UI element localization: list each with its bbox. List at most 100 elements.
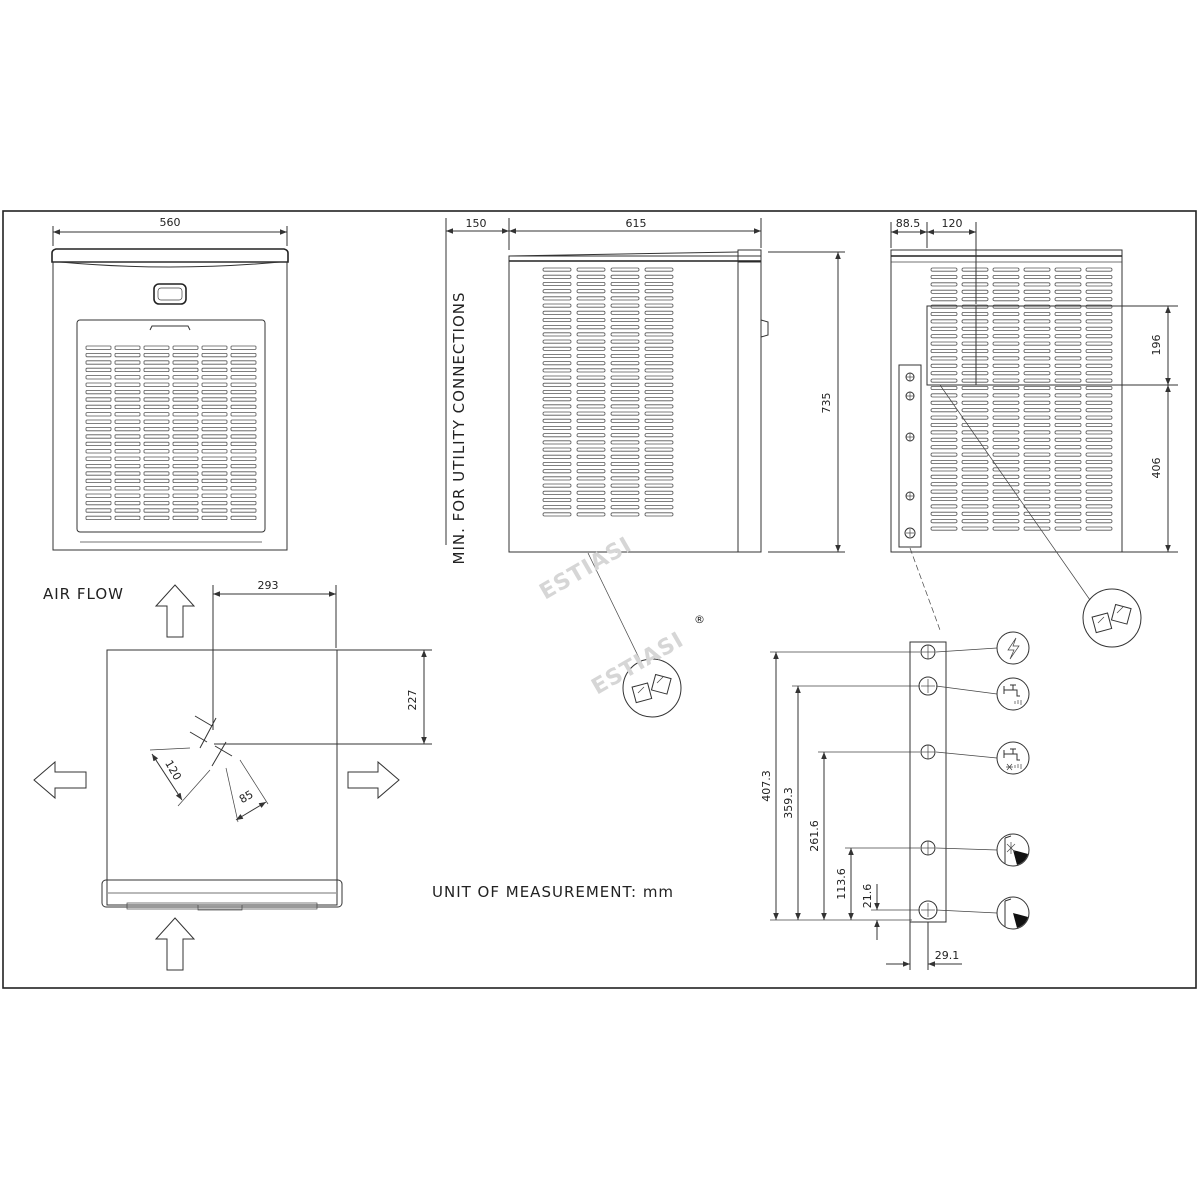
grille-slot [172,352,199,358]
louver-slot [992,289,1020,294]
louver-slot [1023,363,1051,368]
louver-slot [992,467,1020,472]
louver-slot [930,282,958,287]
louver-slot [542,382,572,387]
grille-slot [230,404,257,410]
louver-slot [576,368,606,373]
louver-slot [930,393,958,398]
grille-slot [230,360,257,365]
grille-slot [201,404,228,410]
louver-slot [930,422,958,427]
leader-line [935,647,998,653]
grille-slot [143,471,170,476]
louver-slot [1054,504,1082,509]
louver-slot [1085,519,1113,524]
louver-slot [992,400,1020,405]
louver-slot [992,511,1020,516]
grille-slot [172,449,199,454]
louver-slot [930,430,958,435]
louver-slot [1085,482,1113,487]
grille-slot [114,367,141,373]
louver-slot [1054,334,1082,339]
louver-slot [992,378,1020,383]
air-flow-label: AIR FLOW [43,585,124,603]
louver-slot [576,454,606,459]
grille-slot [143,456,170,461]
louver-slot [1023,489,1051,494]
louver-slot [644,497,674,502]
louver-slot [644,310,674,315]
louver-slot [1023,511,1051,516]
water-cooling-inlet-icon [996,741,1030,775]
grille-slot [143,419,170,424]
panel-height-label: 359.3 [782,787,795,819]
louver-slot [610,274,640,279]
louver-slot [961,489,989,494]
grille-slot [143,382,170,387]
louver-slot [644,361,674,366]
grille-slot [143,389,170,395]
grille-slot [114,360,141,365]
louver-slot [1054,437,1082,442]
louver-slot [1023,289,1051,294]
louver-slot [610,353,640,358]
grille-slot [201,419,228,424]
grille-slot [230,456,257,461]
louver-slot [992,437,1020,442]
front-view: 560 [51,216,289,551]
louver-slot [961,400,989,405]
louver-slot [644,281,674,286]
grille-slot [230,434,257,439]
louver-slot [961,282,989,287]
louver-slot [1023,385,1051,390]
louver-slot [930,489,958,494]
louver-slot [1085,452,1113,457]
louver-slot [1054,378,1082,383]
grille-slot [143,515,170,521]
louver-slot [930,496,958,501]
louver-slot [1085,459,1113,464]
louver-slot [1054,459,1082,464]
louver-slot [1023,415,1051,420]
grille-slot [85,471,112,476]
ice-cubes-icon [1091,603,1132,634]
grille-slot [114,345,141,350]
panel-height-label: 261.6 [808,820,821,852]
watermark: ESTIASI [536,532,637,605]
grille-slot [201,471,228,476]
grille-slot [230,471,257,476]
louver-slot [610,440,640,445]
louver-slot [644,490,674,495]
front-width-label: 560 [160,216,181,229]
registered-mark: ® [694,613,705,626]
louver-slot [576,375,606,380]
grille-slot [114,412,141,417]
grille-slot [85,397,112,402]
grille-slot [201,426,228,432]
louver-slot [1023,519,1051,524]
leader-line [935,909,998,914]
louver-slot [576,469,606,474]
grille-slot [201,493,228,498]
grille-slot [230,486,257,491]
grille-slot [143,434,170,439]
louver-slot [610,490,640,495]
louver-slot [961,311,989,316]
louver-slot [1054,496,1082,501]
louver-slot [992,489,1020,494]
grille-slot [143,441,170,447]
electric-power-icon [996,631,1030,665]
louver-slot [576,310,606,315]
louver-slot [1054,319,1082,324]
louver-slot [930,437,958,442]
clearance-label: 150 [466,217,487,230]
hole-width-label: 120 [162,758,184,783]
leader-line [935,685,998,695]
louver-slot [576,411,606,416]
offset-width-label: 120 [942,217,963,230]
grille-slot [114,389,141,395]
louver-slot [576,497,606,502]
louver-slot [644,483,674,488]
louver-slot [644,425,674,430]
grille-slot [114,515,141,521]
